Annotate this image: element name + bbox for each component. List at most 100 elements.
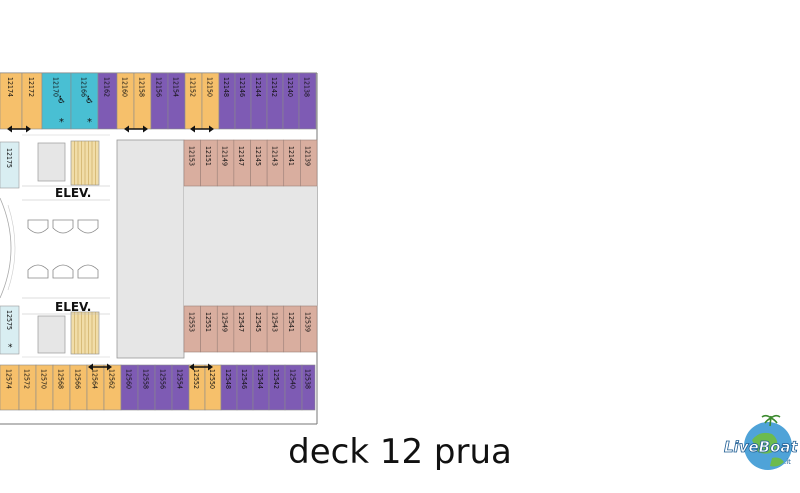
elevator-shaft-top	[37, 142, 66, 182]
passage-arrows	[7, 125, 214, 371]
logo-suffix: .it	[784, 458, 791, 466]
wheelchair-icon: ♿	[57, 95, 66, 106]
arrow-right-icon	[209, 125, 214, 133]
arrow-right-icon	[208, 363, 213, 371]
cabin-12564-label: 12564	[91, 369, 99, 389]
inner-corridor	[184, 186, 317, 306]
elevator-door-1	[27, 219, 49, 234]
cabin-12152-label: 12152	[189, 77, 197, 97]
cabin-12568-label: 12568	[57, 369, 65, 389]
asterisk-mark: *	[59, 117, 64, 128]
cabin-12156-label: 12156	[155, 77, 163, 97]
cabin-12140-label: 12140	[286, 77, 294, 97]
curved-wall	[0, 197, 12, 299]
cabin-12153-label: 12153	[187, 146, 195, 166]
cabin-12548-label: 12548	[224, 369, 232, 389]
elevator-door-3	[77, 219, 99, 234]
cabin-12562-label: 12562	[108, 369, 116, 389]
arrow-right-icon	[26, 125, 31, 133]
cabin-12138-label: 12138	[303, 77, 311, 97]
palm-tree-icon	[761, 414, 781, 427]
deck-title: deck 12 prua	[288, 432, 512, 472]
cabin-12544-label: 12544	[256, 369, 264, 389]
cabin-12575-label: 12575	[5, 310, 13, 330]
stairs-bottom-steps	[74, 312, 96, 354]
cabin-12175[interactable]	[0, 141, 20, 189]
cabin-12142-label: 12142	[270, 77, 278, 97]
cabin-12552-label: 12552	[192, 369, 200, 389]
cabin-12166-label: 12166	[80, 77, 88, 97]
cabin-12554-label: 12554	[176, 369, 184, 389]
cabin-12550-label: 12550	[208, 369, 216, 389]
central-lobby	[116, 139, 185, 359]
wheelchair-icon: ♿	[85, 95, 94, 106]
cabin-12139[interactable]	[300, 139, 318, 187]
arrow-left-icon	[189, 363, 194, 371]
cabin-12144-label: 12144	[254, 77, 262, 97]
elevator-label-bottom: ELEV.	[55, 300, 91, 314]
arrow-left-icon	[190, 125, 195, 133]
cabin-12170-label: 12170	[52, 77, 60, 97]
cabin-12170[interactable]	[41, 72, 72, 130]
cabin-12141-label: 12141	[287, 146, 295, 166]
cabin-12145-label: 12145	[254, 146, 262, 166]
cabin-12572-label: 12572	[23, 369, 31, 389]
cabin-12154-label: 12154	[172, 77, 180, 97]
cabin-12570-label: 12570	[40, 369, 48, 389]
cabin-12546-label: 12546	[240, 369, 248, 389]
cabin-12138[interactable]	[298, 72, 317, 130]
cabin-12560-label: 12560	[125, 369, 133, 389]
cabin-12558-label: 12558	[142, 369, 150, 389]
bottom-cabin-row: 12574 12572 12570 12568 12566 12564 12562 12560…	[0, 364, 316, 411]
cabin-12539-label: 12539	[304, 312, 312, 332]
elevator-door-4	[27, 264, 49, 279]
cabin-12547-label: 12547	[237, 312, 245, 332]
cabin-12566-label: 12566	[74, 369, 82, 389]
cabin-12139-label: 12139	[304, 146, 312, 166]
cabin-12575[interactable]	[0, 305, 20, 355]
liveboat-logo: LiveBoat .it	[724, 414, 798, 470]
cabin-12541-label: 12541	[287, 312, 295, 332]
cabin-12150-label: 12150	[206, 77, 214, 97]
arrow-left-icon	[124, 125, 129, 133]
cabin-12551-label: 12551	[204, 312, 212, 332]
cabin-12162-label: 12162	[103, 77, 111, 97]
cabin-12174-label: 12174	[6, 77, 14, 97]
cabin-12151-label: 12151	[204, 146, 212, 166]
cabin-12175-label: 12175	[5, 148, 13, 168]
cabin-12158-label: 12158	[138, 77, 146, 97]
arrow-left-icon	[7, 125, 12, 133]
cabin-12538-label: 12538	[304, 369, 312, 389]
cabin-12539[interactable]	[300, 305, 318, 353]
cabin-12538[interactable]	[301, 364, 316, 411]
cabin-12160-label: 12160	[121, 77, 129, 97]
cabin-12543-label: 12543	[270, 312, 278, 332]
logo-text: LiveBoat	[724, 438, 798, 456]
elevator-doors	[27, 219, 99, 279]
cabin-12149-label: 12149	[221, 146, 229, 166]
cabin-12147-label: 12147	[237, 146, 245, 166]
cabin-12143-label: 12143	[270, 146, 278, 166]
elevator-door-6	[77, 264, 99, 279]
inner-cabins-top: 12153 12151 12149 12147 12145 12143 12141 12139	[183, 139, 318, 187]
cabin-12556-label: 12556	[159, 369, 167, 389]
cabin-12553-label: 12553	[187, 312, 195, 332]
elevator-shaft-bottom	[37, 315, 66, 354]
cabin-12166[interactable]	[70, 72, 99, 130]
arrow-right-icon	[143, 125, 148, 133]
asterisk-mark: *	[87, 117, 92, 128]
cabin-12542-label: 12542	[272, 369, 280, 389]
elevator-door-2	[52, 219, 74, 234]
cabin-12540-label: 12540	[289, 369, 297, 389]
cabin-12574-label: 12574	[5, 369, 13, 389]
elevator-door-5	[52, 264, 74, 279]
cabin-12146-label: 12146	[238, 77, 246, 97]
curved-wall-inner	[7, 204, 16, 291]
cabin-12575-asterisk: *	[8, 343, 13, 353]
elevator-label-top: ELEV.	[55, 186, 91, 200]
cabin-12545-label: 12545	[254, 312, 262, 332]
cabin-12148-label: 12148	[222, 77, 230, 97]
